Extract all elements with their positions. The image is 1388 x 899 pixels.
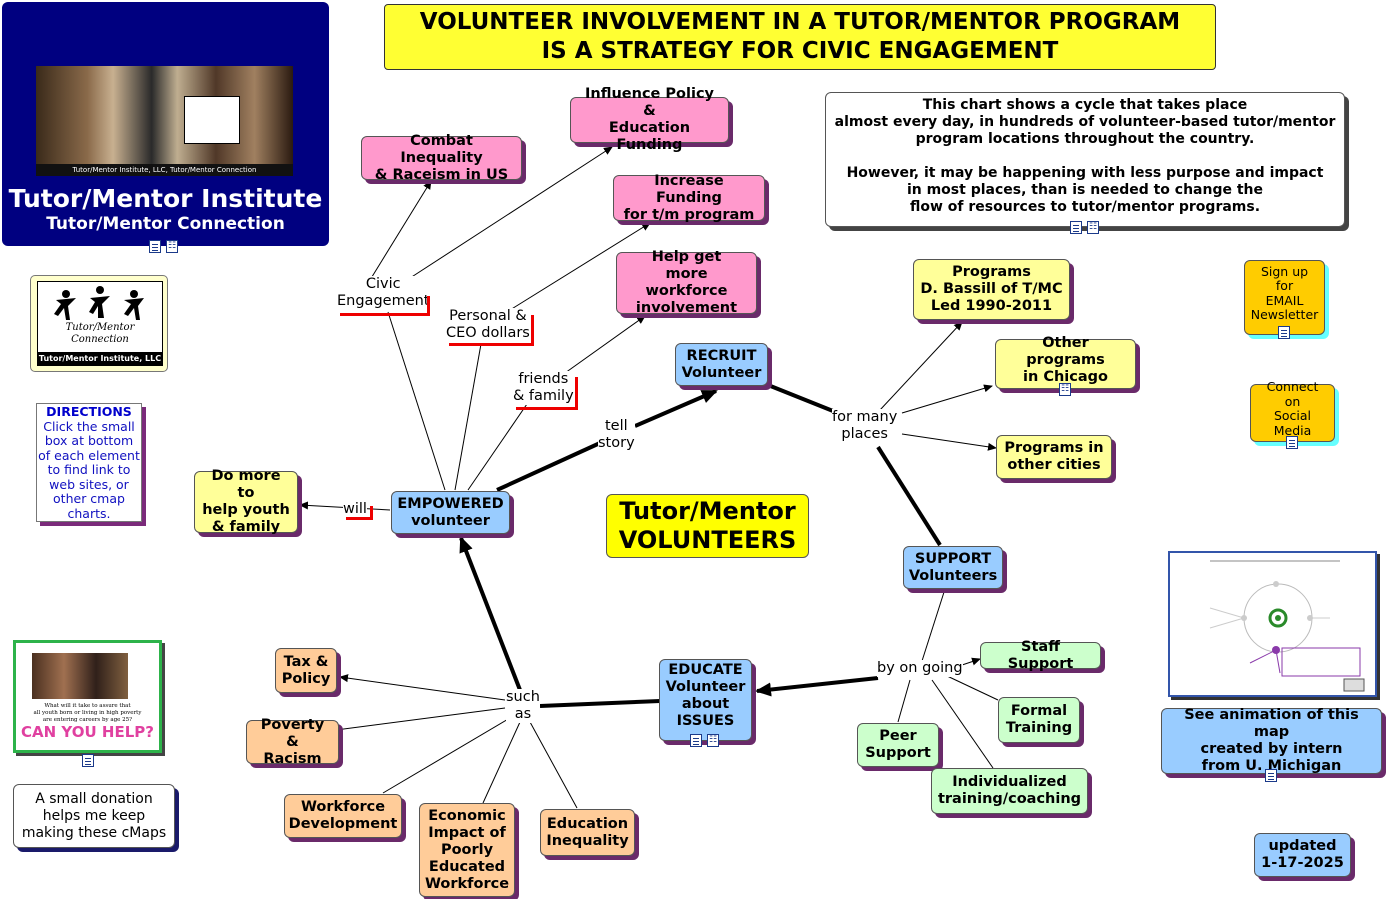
node-empowered-volunteer[interactable]: EMPOWERED volunteer [391,491,510,534]
label-by-ongoing: by on going [877,660,963,677]
document-link-icon[interactable] [1278,326,1290,339]
node-staff-support[interactable]: Staff Support [980,639,1101,672]
label-tell-story: tell story [598,418,635,452]
node-individualized-training[interactable]: Individualized training/coaching [931,768,1088,814]
line-friends-help [564,315,646,374]
line-empowered-friends [467,403,528,491]
page-title: VOLUNTEER INVOLVEMENT IN A TUTOR/MENTOR … [384,4,1216,70]
node-other-chicago[interactable]: Other programs in Chicago [995,335,1136,389]
line-ongoing-individual [931,679,994,769]
personal-red-marker [449,315,534,346]
node-increase-funding[interactable]: Increase Funding for t/m program [613,173,765,223]
people-logo-icon [54,286,144,320]
photo-collage: Tutor/Mentor Institute, LLC, Tutor/Mento… [36,66,293,176]
line-many-cities [901,433,997,451]
line-many-bassill [879,321,963,411]
center-title: Tutor/Mentor VOLUNTEERS [606,494,809,558]
line-ongoing-staff [961,657,981,666]
logo-image: Tutor/Mentor Connection Tutor/Mentor Ins… [37,281,163,366]
node-support-volunteers[interactable]: SUPPORT Volunteers [903,546,1003,589]
node-recruit-volunteer[interactable]: RECRUIT Volunteer [675,343,768,386]
node-peer-support[interactable]: Peer Support [857,723,939,767]
can-you-help-poster[interactable]: What will it take to assure that all you… [13,640,162,753]
line-such-empowered [459,536,522,691]
directions-box: DIRECTIONS Click the small box at bottom… [36,403,142,522]
node-other-cities[interactable]: Programs in other cities [996,435,1112,479]
directions-body: Click the small box at bottom of each el… [38,418,140,521]
document-link-icon[interactable] [1070,221,1082,234]
node-poverty-racism[interactable]: Poverty & Racism [246,717,339,767]
line-such-tax [339,674,506,701]
node-tax-policy[interactable]: Tax & Policy [275,648,337,693]
document-link-icon[interactable] [1286,436,1298,449]
node-do-more[interactable]: Do more to help youth & family [194,468,298,535]
label-for-many-places: for many places [832,409,898,443]
line-ongoing-educate [755,676,879,697]
cmap-link-icon[interactable]: ☷ [1059,383,1071,396]
line-civic-combat [369,180,432,281]
info-box: This chart shows a cycle that takes plac… [825,92,1345,227]
line-recruit-many [767,383,839,415]
civic-red-marker [340,296,430,316]
signup-newsletter[interactable]: Sign up for EMAIL Newsletter [1244,260,1325,335]
line-empowered-personal [454,343,482,491]
mini-map-icon [1209,560,1365,692]
label-will: will [343,501,367,518]
will-red-marker [346,506,373,520]
node-animation-link[interactable]: See animation of this map created by int… [1161,707,1382,774]
poster-headline: CAN YOU HELP? [21,723,154,741]
cmap-link-icon[interactable]: ☷ [1087,221,1099,234]
line-such-education [529,721,578,809]
friends-red-marker [516,377,578,410]
document-link-icon[interactable] [82,754,94,767]
logo-bar: Tutor/Mentor Institute, LLC [38,352,162,365]
line-personal-increase [509,222,651,311]
updated-date: updated 1-17-2025 [1254,833,1351,877]
document-link-icon[interactable] [1265,769,1277,782]
label-friends-family: friends & family [513,371,574,405]
label-personal-ceo: Personal & CEO dollars [446,308,530,342]
poster-text: What will it take to assure that all you… [33,703,142,723]
line-empowered-civic [387,311,446,491]
collage-caption: Tutor/Mentor Institute, LLC, Tutor/Mento… [36,164,293,176]
institute-subtitle: Tutor/Mentor Connection [46,214,285,234]
line-ongoing-peer [897,679,911,723]
line-many-chicago [901,384,993,414]
line-support-ongoing [921,588,946,662]
line-educate-such [539,699,661,708]
label-civic-engagement: Civic Engagement [337,276,430,310]
line-ongoing-formal [944,674,999,701]
animation-thumbnail[interactable] [1168,551,1377,697]
line-tell-recruit [634,389,718,428]
node-education-inequality[interactable]: Education Inequality [540,809,635,856]
institute-title: Tutor/Mentor Institute [8,184,323,213]
node-programs-bassill[interactable]: Programs D. Bassill of T/MC Led 1990-201… [913,259,1070,320]
line-many-support [876,445,942,547]
connect-social-media[interactable]: Connect on Social Media [1250,379,1335,442]
directions-heading: DIRECTIONS [46,404,132,419]
cmap-link-icon[interactable]: ☷ [707,734,719,747]
node-influence-policy[interactable]: Influence Policy & Education Funding [570,86,729,153]
node-workforce-development[interactable]: Workforce Development [284,794,402,838]
line-such-poverty [312,707,506,736]
label-such-as: such as [506,689,540,723]
donation-box[interactable]: A small donation helps me keep making th… [13,784,175,848]
document-link-icon[interactable] [690,734,702,747]
node-workforce-involvement[interactable]: Help get more workforce involvement [616,249,757,316]
node-educate-volunteer[interactable]: EDUCATE Volunteer about ISSUES [659,659,752,741]
node-economic-impact[interactable]: Economic Impact of Poorly Educated Workf… [419,803,515,897]
line-such-economic [482,721,521,804]
line-such-workforce [382,717,511,794]
cmap-link-icon[interactable]: ☷ [166,240,178,253]
line-empowered-tell [496,441,601,492]
line-civic-influence [406,146,613,281]
logo-box[interactable]: Tutor/Mentor Connection Tutor/Mentor Ins… [30,275,168,372]
collage-logo [184,96,240,144]
node-formal-training[interactable]: Formal Training [998,697,1080,743]
poster-photo [32,653,128,699]
logo-text: Tutor/Mentor Connection [65,322,135,345]
document-link-icon[interactable] [149,240,161,253]
node-combat-inequality[interactable]: Combat Inequality & Raceism in US [361,133,522,183]
